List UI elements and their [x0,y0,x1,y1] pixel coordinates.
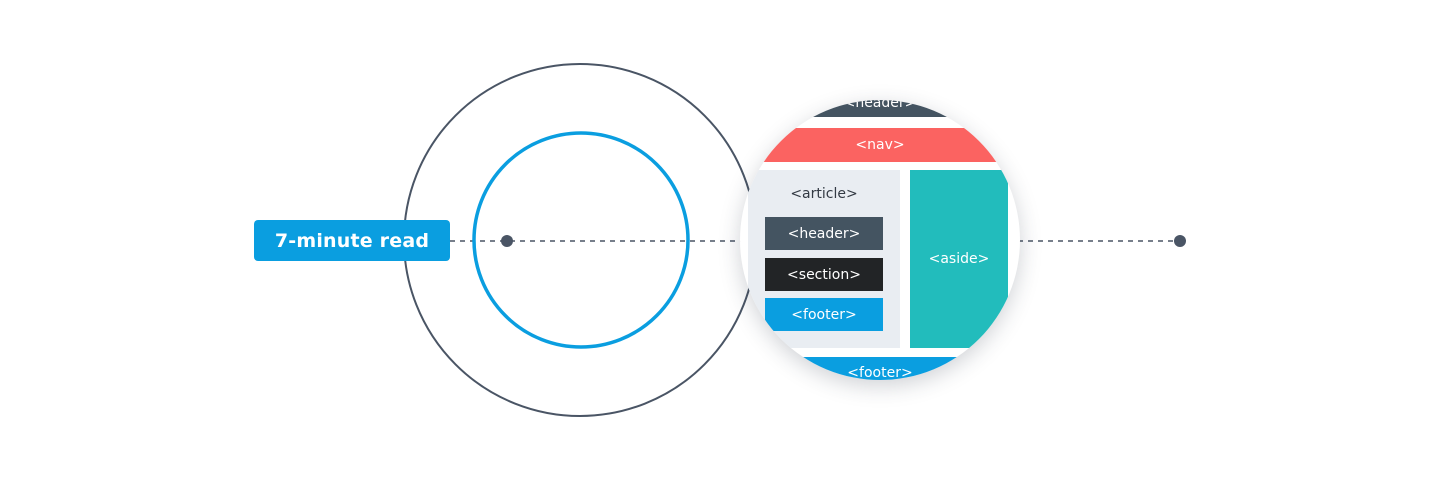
read-time-badge: 7-minute read [254,220,450,261]
article-section-block: <section> [765,258,883,291]
outer-ring [403,63,757,417]
timeline-dot-right [1174,235,1186,247]
article-header-block: <header> [765,217,883,250]
html-layout-magnifier: <header> <nav> <article> <header> <secti… [740,100,1020,380]
layout-footer-block: <footer> [740,357,1020,380]
layout-aside-block: <aside> [910,170,1008,348]
inner-ring [472,131,690,349]
layout-nav-block: <nav> [740,128,1020,162]
timeline-dot-left [501,235,513,247]
layout-article-label: <article> [790,186,858,202]
layout-header-block: <header> [740,100,1020,117]
article-footer-block: <footer> [765,298,883,331]
